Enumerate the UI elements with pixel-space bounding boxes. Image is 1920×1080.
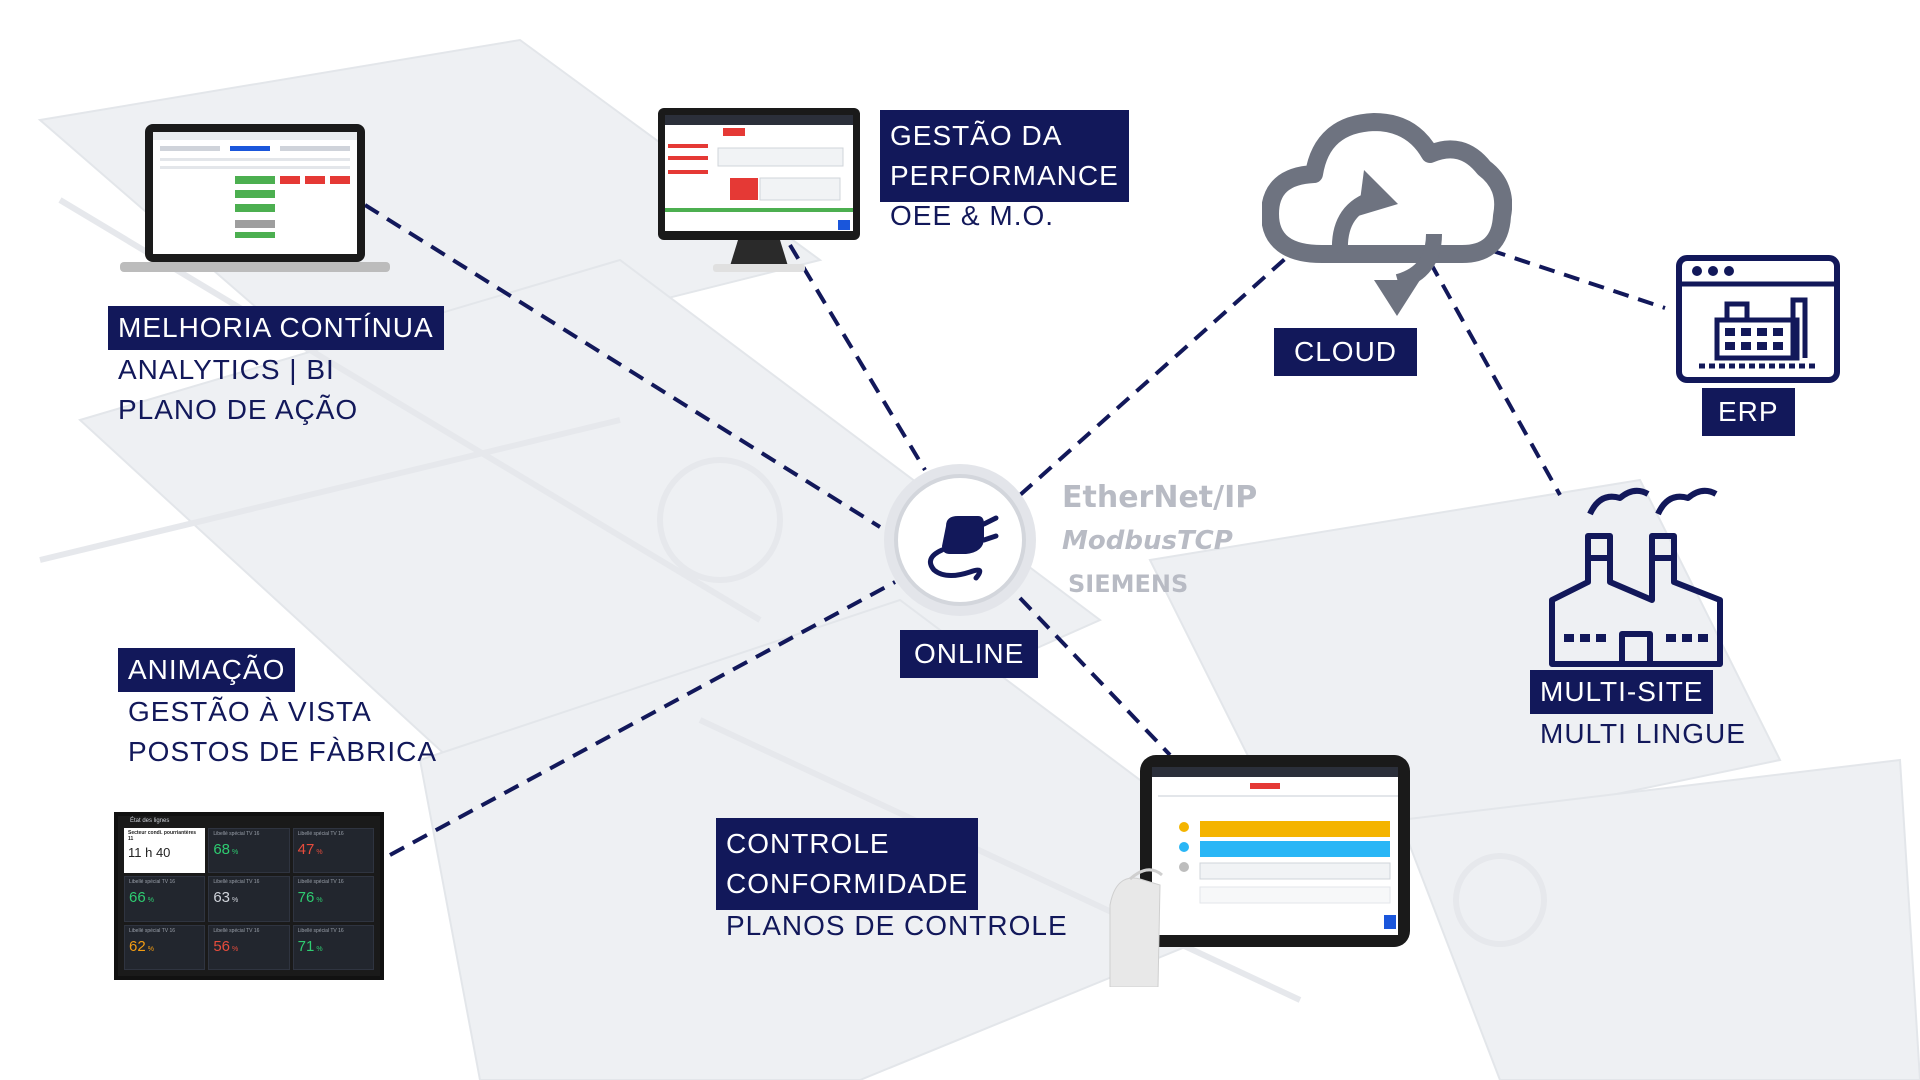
tv-featured-tile: Secteur condi. pourriantères 11 11 h 40 [124, 828, 206, 874]
tv-tile-unit: % [232, 897, 239, 905]
tv-tile-value: 76 [297, 889, 315, 907]
tv-tile: Libellé spécial TV 16 63% [208, 876, 290, 922]
protocol-ethernet-ip: EtherNet/IP [1062, 480, 1258, 515]
animacao-title: ANIMAÇÃO [118, 648, 296, 693]
tv-tile-label: Libellé spécial TV 16 [129, 927, 176, 934]
factory-icon [1549, 487, 1723, 667]
tv-tile: Libellé spécial TV 16 76% [292, 876, 374, 922]
tv-tile-label: Libellé spécial TV 16 [297, 927, 344, 934]
tv-dashboard: État des lignes Secteur condi. pourriant… [114, 812, 384, 980]
connector-melhoria [363, 203, 882, 529]
controle-title-line-2: CONFORMIDADE [726, 868, 969, 899]
connector-cloud [1018, 248, 1297, 497]
tv-tile-unit: % [232, 945, 239, 953]
tv-tile-value: 66 [129, 889, 146, 907]
tv-tile-unit: % [316, 897, 323, 905]
connector-animacao [389, 580, 896, 857]
tv-featured-time: 11 h 40 [128, 845, 171, 860]
erp-title: ERP [1702, 388, 1795, 437]
tv-tile: Libellé spécial TV 16 71% [292, 924, 374, 970]
protocol-siemens: SIEMENS [1068, 570, 1189, 598]
gestao-sub: OEE & M.O. [890, 200, 1055, 231]
melhoria-line-2: PLANO DE AÇÃO [118, 394, 359, 425]
tv-featured-title: Secteur condi. pourriantères 11 [128, 830, 197, 842]
protocol-modbus-tcp: ModbusTCP [1062, 526, 1233, 556]
gestao-title-line-1: GESTÃO DA [890, 120, 1063, 151]
laptop-analytics [120, 124, 390, 272]
tv-tile-value: 47 [297, 841, 315, 858]
tv-tile: Libellé spécial TV 16 56% [208, 924, 290, 970]
tv-tile: Libellé spécial TV 16 47% [292, 828, 374, 874]
tv-grid: Secteur condi. pourriantères 11 11 h 40 … [124, 828, 374, 970]
multisite-sub: MULTI LINGUE [1540, 718, 1746, 749]
tv-tile-value: 71 [297, 937, 315, 955]
melhoria-line-1: ANALYTICS | BI [118, 354, 335, 385]
tv-tile: Libellé spécial TV 16 62% [124, 924, 206, 970]
tv-tile-label: Libellé spécial TV 16 [213, 831, 260, 837]
cloud-sync-icon [1262, 113, 1512, 316]
monitor-performance [658, 108, 860, 272]
tv-tile-label: Libellé spécial TV 16 [129, 879, 176, 886]
tv-tile: Libellé spécial TV 16 66% [124, 876, 206, 922]
tablet-controle [1109, 755, 1410, 987]
tv-tile: Libellé spécial TV 16 68% [208, 828, 290, 874]
factory-window-icon [1676, 255, 1840, 383]
tv-tile-value: 62 [129, 937, 146, 955]
multisite-title: MULTI-SITE [1530, 670, 1714, 715]
controle-title-line-1: CONTROLE [726, 828, 890, 859]
tv-tile-value: 56 [213, 937, 231, 955]
tv-tile-label: Libellé spécial TV 16 [213, 927, 260, 934]
online-title: ONLINE [900, 630, 1039, 679]
controle-sub: PLANOS DE CONTROLE [726, 910, 1068, 941]
tv-tile-value: 63 [213, 889, 231, 907]
plug-icon [927, 515, 999, 581]
gestao-title-line-2: PERFORMANCE [890, 160, 1119, 191]
tv-tile-unit: % [316, 849, 323, 856]
connector-multisite [1428, 261, 1562, 496]
controle-title: CONTROLE CONFORMIDADE [716, 818, 979, 910]
tv-tile-unit: % [147, 897, 154, 905]
animacao-line-1: GESTÃO À VISTA [128, 696, 372, 727]
gestao-title: GESTÃO DA PERFORMANCE [880, 110, 1129, 202]
connector-gestao [788, 243, 927, 472]
tv-tile-unit: % [232, 849, 239, 856]
tv-tile-label: Libellé spécial TV 16 [297, 831, 344, 837]
tv-header: État des lignes [130, 818, 170, 824]
connector-controle [1018, 596, 1172, 757]
animacao-line-2: POSTOS DE FÀBRICA [128, 736, 437, 767]
tv-tile-unit: % [316, 945, 323, 953]
tv-tile-label: Libellé spécial TV 16 [213, 879, 260, 886]
tv-tile-label: Libellé spécial TV 16 [297, 879, 344, 886]
melhoria-title: MELHORIA CONTÍNUA [108, 306, 444, 351]
connector-erp [1489, 248, 1666, 310]
online-hub [884, 464, 1036, 616]
cloud-title: CLOUD [1274, 328, 1418, 377]
tv-tile-unit: % [147, 945, 154, 953]
tv-tile-value: 68 [213, 841, 231, 858]
